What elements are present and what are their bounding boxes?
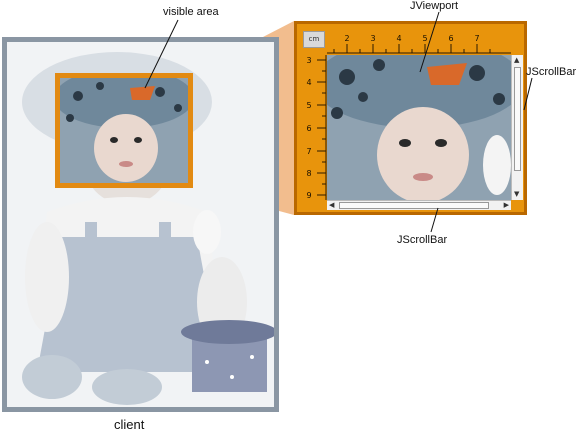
- client-label: client: [114, 417, 145, 432]
- row-ruler: 3 4 5 6 7 8 9: [306, 55, 327, 200]
- vertical-scrollbar[interactable]: ▲ ▼: [511, 55, 523, 200]
- row-ruler-label: 7: [306, 147, 311, 156]
- column-ruler-label: 6: [448, 34, 453, 43]
- jviewport-label: JViewport: [410, 0, 459, 12]
- scroll-up-icon[interactable]: ▲: [514, 56, 520, 64]
- client-frame: [2, 37, 279, 412]
- horizontal-scroll-thumb[interactable]: [339, 202, 489, 209]
- row-ruler-label: 9: [306, 191, 311, 200]
- scroll-right-icon[interactable]: ▶: [503, 201, 509, 209]
- column-ruler: 2 3 4 5 6 7: [327, 34, 511, 54]
- viewport: [327, 55, 511, 200]
- viewport-photo: [327, 55, 511, 200]
- row-ruler-label: 8: [306, 169, 311, 178]
- column-ruler-label: 5: [422, 34, 427, 43]
- row-ruler-label: 3: [306, 56, 311, 65]
- scroll-down-icon[interactable]: ▼: [514, 190, 520, 198]
- scroll-left-icon[interactable]: ◀: [329, 201, 335, 209]
- scroll-pane: cm 2 3 4 5 6 7: [294, 21, 527, 215]
- visible-area-photo: [60, 78, 188, 183]
- column-ruler-label: 3: [370, 34, 375, 43]
- jscrollbar-vertical-label: JScrollBar: [526, 66, 577, 78]
- row-ruler-label: 6: [306, 124, 311, 133]
- horizontal-scrollbar[interactable]: ◀ ▶: [327, 200, 511, 210]
- row-ruler-label: 4: [306, 78, 311, 87]
- column-ruler-label: 7: [474, 34, 479, 43]
- vertical-scroll-thumb[interactable]: [514, 67, 521, 171]
- visible-area-label: visible area: [163, 6, 219, 18]
- column-ruler-label: 4: [396, 34, 401, 43]
- unit-toggle-button[interactable]: cm: [303, 31, 325, 48]
- column-ruler-label: 2: [344, 34, 349, 43]
- visible-area-box: [55, 73, 193, 188]
- row-ruler-label: 5: [306, 101, 311, 110]
- jscrollbar-horizontal-label: JScrollBar: [397, 234, 448, 246]
